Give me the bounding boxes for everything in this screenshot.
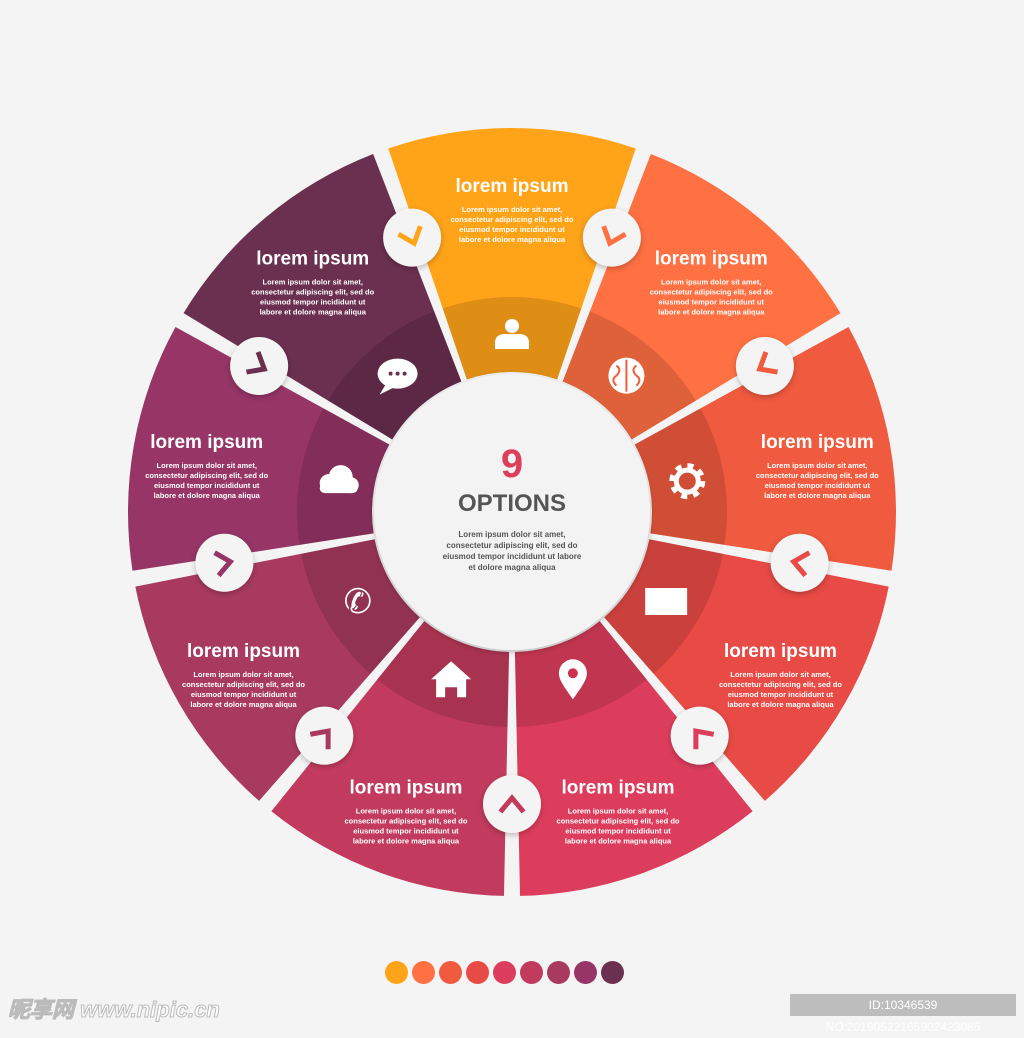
legend-dot-1: [385, 961, 408, 984]
legend-dot-9: [601, 961, 624, 984]
legend-dot-2: [412, 961, 435, 984]
segment-title: lorem ipsum: [349, 777, 462, 798]
segment-body-line: eiusmod tempor incididunt ut: [353, 826, 459, 835]
segment-body-line: labore et dolore magna aliqua: [764, 491, 871, 500]
segment-body-line: Lorem ipsum dolor sit amet,: [263, 278, 363, 287]
segment-wedge: [634, 327, 897, 571]
segment-body-line: eiusmod tempor incididunt ut: [659, 298, 765, 307]
segment-body-line: consectetur adipiscing elit, sed do: [650, 288, 773, 297]
segment-title: lorem ipsum: [150, 432, 263, 453]
location-pin-icon: [558, 659, 587, 700]
segment-wedge: [388, 128, 636, 380]
connector-chevron-icon: [230, 337, 289, 395]
segment-body-line: consectetur adipiscing elit, sed do: [344, 816, 467, 825]
center-body-line: Lorem ipsum dolor sit amet,: [458, 530, 565, 539]
segment-body-line: labore et dolore magna aliqua: [727, 700, 834, 709]
segment-body-line: labore et dolore magna aliqua: [565, 836, 672, 845]
segment-body-line: Lorem ipsum dolor sit amet,: [356, 806, 456, 815]
segment-icon-band: [301, 539, 420, 674]
phone-icon: ✆: [344, 583, 373, 621]
segment-body-line: labore et dolore magna aliqua: [353, 836, 460, 845]
center-body-line: eiusmod tempor incididunt ut labore: [443, 552, 582, 561]
segment-title: lorem ipsum: [456, 176, 569, 197]
segment-body-line: consectetur adipiscing elit, sed do: [451, 215, 574, 224]
segment-wedge: [135, 539, 420, 801]
legend-dot-4: [466, 961, 489, 984]
watermark-id: ID:10346539 NO:20190522165902423085: [790, 994, 1016, 1034]
segment-title: lorem ipsum: [256, 249, 369, 270]
segment-title: lorem ipsum: [655, 249, 768, 270]
connector-chevron-icon: [483, 775, 541, 833]
segment-icon-band: [634, 408, 728, 545]
cloud-icon: [319, 465, 359, 494]
segment-body-line: labore et dolore magna aliqua: [459, 235, 566, 244]
connector-chevron-icon: [770, 533, 829, 592]
segment-body-line: consectetur adipiscing elit, sed do: [145, 471, 268, 480]
segment-body-line: eiusmod tempor incididunt ut: [154, 481, 260, 490]
segment-body-line: consectetur adipiscing elit, sed do: [251, 288, 374, 297]
segment-body-line: Lorem ipsum dolor sit amet,: [193, 670, 293, 679]
segment-body-line: eiusmod tempor incididunt ut: [565, 826, 671, 835]
segment-body-line: eiusmod tempor incididunt ut: [191, 690, 297, 699]
segment-body-line: labore et dolore magna aliqua: [260, 308, 367, 317]
user-icon: [495, 319, 529, 349]
segment-body-line: consectetur adipiscing elit, sed do: [557, 816, 680, 825]
card-icon: [645, 588, 688, 615]
legend-dot-7: [547, 961, 570, 984]
segment-body-line: labore et dolore magna aliqua: [154, 491, 261, 500]
watermark-site: 昵享网 www.nipic.cn: [8, 997, 221, 1023]
connector-chevron-icon: [383, 208, 442, 267]
legend-dot-5: [493, 961, 516, 984]
segment-body-line: Lorem ipsum dolor sit amet,: [156, 461, 256, 470]
center-number: 9: [501, 442, 523, 486]
chat-icon: [377, 358, 418, 395]
connector-chevron-icon: [195, 533, 254, 592]
color-legend: [385, 961, 624, 984]
segment-body-line: Lorem ipsum dolor sit amet,: [462, 205, 562, 214]
segment-body-line: consectetur adipiscing elit, sed do: [756, 471, 879, 480]
segment-title: lorem ipsum: [562, 777, 675, 798]
segment-body-line: eiusmod tempor incididunt ut: [260, 298, 366, 307]
segment-body-line: consectetur adipiscing elit, sed do: [182, 680, 305, 689]
gear-icon: [669, 463, 706, 500]
legend-dot-8: [574, 961, 597, 984]
segment-body-line: eiusmod tempor incididunt ut: [459, 225, 565, 234]
legend-dot-6: [520, 961, 543, 984]
segment-body-line: Lorem ipsum dolor sit amet,: [730, 670, 830, 679]
segment-title: lorem ipsum: [761, 432, 874, 453]
connector-chevron-icon: [735, 337, 794, 395]
segment-wedge: [271, 621, 510, 896]
segment-body-line: labore et dolore magna aliqua: [190, 700, 297, 709]
segment-body-line: eiusmod tempor incididunt ut: [728, 690, 834, 699]
segment-title: lorem ipsum: [724, 641, 837, 662]
segment-body-line: consectetur adipiscing elit, sed do: [719, 680, 842, 689]
segment-body-line: Lorem ipsum dolor sit amet,: [661, 278, 761, 287]
segment-body-line: labore et dolore magna aliqua: [658, 308, 765, 317]
segment-wedge: [127, 327, 390, 571]
center-body-line: consectetur adipiscing elit, sed do: [446, 541, 577, 550]
segment-body-line: eiusmod tempor incididunt ut: [765, 481, 871, 490]
legend-dot-3: [439, 961, 462, 984]
brain-icon: [608, 357, 645, 394]
connector-chevron-icon: [582, 208, 641, 267]
segment-title: lorem ipsum: [187, 641, 300, 662]
center-body-line: et dolore magna aliqua: [468, 563, 556, 572]
segment-body-line: Lorem ipsum dolor sit amet,: [767, 461, 867, 470]
connector-chevron-icon: [295, 706, 354, 765]
center-label: OPTIONS: [458, 490, 566, 517]
home-icon: [431, 661, 472, 698]
segment-body-line: Lorem ipsum dolor sit amet,: [568, 806, 668, 815]
svg-text:✆: ✆: [344, 583, 373, 621]
connector-chevron-icon: [670, 706, 729, 765]
